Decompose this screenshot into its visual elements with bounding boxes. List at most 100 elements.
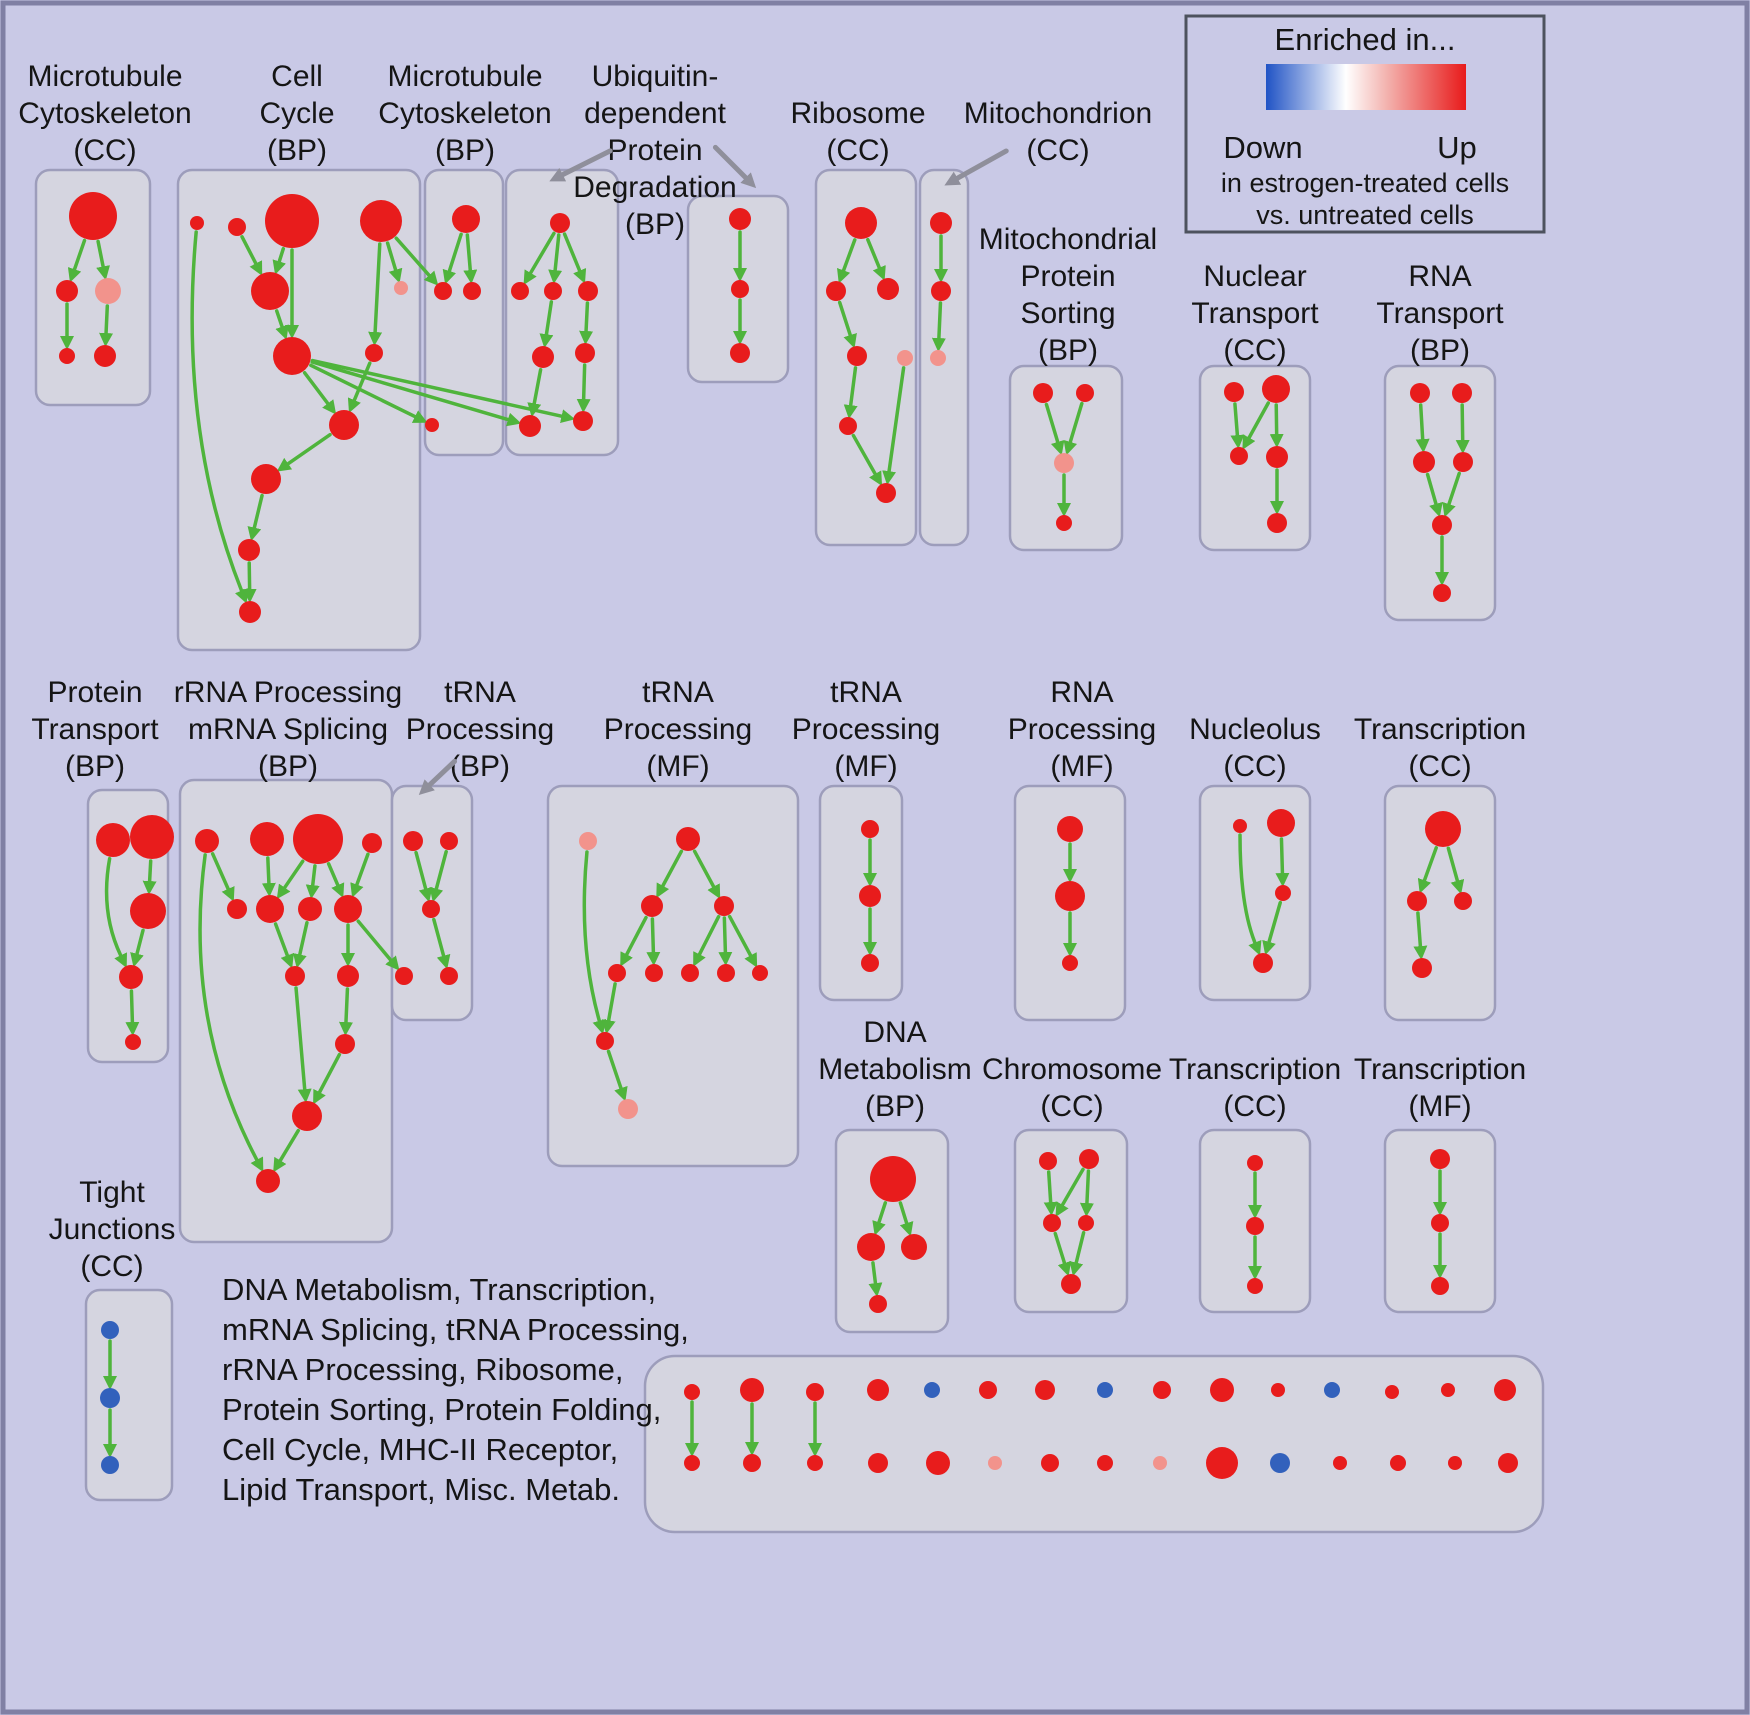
protein-transport-node-0 [96,823,130,857]
mito-protein-sorting-node-1 [1076,384,1094,402]
rna-transport-edge-1 [1455,403,1470,455]
ubiquitin-bp-2-node-2 [730,343,750,363]
cell-cycle-node-2 [265,194,319,248]
microtubule-cc-node-0 [69,192,117,240]
trna-mf-1-box [546,784,800,1168]
ribosome-cc-edge-2 [837,300,857,349]
misc-metab-node-0 [684,1384,700,1400]
misc-metab-node-27 [1390,1455,1406,1471]
protein-transport-edge-3 [125,989,140,1037]
cell-cycle-node-3 [360,200,402,242]
transcription-cc-1-edge-0 [1417,846,1438,894]
ribosome-cc-node-6 [876,483,896,503]
rrna-mrna-node-6 [298,897,322,921]
ribosome-cc-edge-3 [843,366,858,420]
misc-metab-node-4 [924,1382,940,1398]
ubiquitin-bp-node-1 [511,282,529,300]
microtubule-bp-edge-1 [463,233,478,285]
trna-mf-1-edge-2 [692,849,721,899]
cell-cycle-node-5 [394,281,408,295]
rna-transport-edge-3 [1442,471,1461,518]
microtubule-cc-node-3 [59,348,75,364]
legend-title: Enriched in... [1275,22,1456,57]
ubiquitin-bp-2-node-1 [731,280,749,298]
mitochondrion-cc-node-1 [931,281,951,301]
rrna-mrna-node-1 [250,822,284,856]
annotation-arrow-0 [549,148,613,182]
tight-junctions-box [84,1288,174,1502]
dna-metabolism-edge-0 [872,1201,888,1236]
mito-protein-sorting-node-0 [1033,383,1053,403]
transcription-cc-1-label: Transcription(CC) [1354,713,1526,783]
rrna-mrna-node-5 [256,895,284,923]
chromosome-cc-label: Chromosome(CC) [982,1053,1162,1123]
ribosome-cc-node-2 [877,278,899,300]
cell-cycle-node-9 [251,464,281,494]
nucleolus-cc-label: Nucleolus(CC) [1189,713,1321,783]
rna-transport-node-2 [1413,451,1435,473]
cell-cycle-edge-9 [276,432,332,472]
misc-metab-node-22 [1097,1455,1113,1471]
ubiquitin-bp-node-4 [532,346,554,368]
cell-cycle-node-11 [239,601,261,623]
trna-bp-node-3 [440,967,458,985]
dna-metabolism-edge-2 [868,1261,883,1298]
misc-metab-node-23 [1153,1456,1167,1470]
rna-transport-node-5 [1433,584,1451,602]
ubiquitin-bp-node-7 [573,411,593,431]
nuclear-transport-node-0 [1224,382,1244,402]
dna-metabolism-box [834,1128,950,1334]
trna-bp-node-0 [403,831,423,851]
rna-processing-mf-node-0 [1057,816,1083,842]
rna-transport-node-0 [1410,383,1430,403]
trna-mf-1-edge-7 [727,914,758,968]
ubiquitin-bp-edge-4 [579,301,594,346]
trna-mf-1-node-2 [641,895,663,917]
tight-junctions-node-0 [101,1321,119,1339]
chromosome-cc-edge-4 [1069,1230,1086,1277]
transcription-cc-1-node-0 [1425,811,1461,847]
rna-transport-node-3 [1453,452,1473,472]
rrna-mrna-edge-7 [273,922,294,969]
chromosome-cc-node-2 [1043,1214,1061,1232]
trna-mf-1-edge-6 [718,916,733,967]
legend-gradient-bar [1266,64,1466,110]
misc-metab-box [643,1354,1545,1534]
rrna-mrna-edge-4 [305,864,320,900]
transcription-cc-1-edge-1 [1446,846,1465,895]
misc-metab-node-17 [807,1455,823,1471]
transcription-cc-2-node-2 [1247,1278,1263,1294]
legend-up-label: Up [1437,130,1477,165]
microtubule-bp-node-2 [463,282,481,300]
transcription-mf-node-1 [1431,1214,1449,1232]
cell-cycle-box [176,168,422,652]
ubiquitin-bp-edge-2 [562,232,587,284]
transcription-cc-2-label: Transcription(CC) [1169,1053,1341,1123]
chromosome-cc-node-1 [1079,1149,1099,1169]
chromosome-cc-edge-2 [1079,1169,1094,1218]
microtubule-cc-node-4 [94,345,116,367]
misc-metab-node-25 [1270,1453,1290,1473]
rrna-mrna-node-11 [292,1101,322,1131]
cell-cycle-node-0 [190,216,204,230]
cell-cycle-edge-7 [302,371,337,415]
cell-cycle-edge-8 [347,361,372,414]
rna-processing-mf-node-2 [1062,955,1078,971]
trna-mf-2-node-2 [861,954,879,972]
trna-mf-2-node-0 [861,820,879,838]
rrna-mrna-edge-2 [261,856,276,898]
transcription-cc-1-box [1383,784,1497,1022]
cell-cycle-edge-4 [385,241,403,284]
misc-metab-node-3 [867,1379,889,1401]
misc-metab-node-26 [1333,1456,1347,1470]
transcription-cc-1-node-3 [1412,958,1432,978]
nucleolus-cc-edge-2 [1262,900,1282,956]
microtubule-bp-node-1 [434,282,452,300]
rrna-mrna-node-0 [195,829,219,853]
mitochondrion-cc-node-0 [930,212,952,234]
ribosome-cc-node-4 [897,350,913,366]
rrna-mrna-edge-6 [350,852,370,898]
